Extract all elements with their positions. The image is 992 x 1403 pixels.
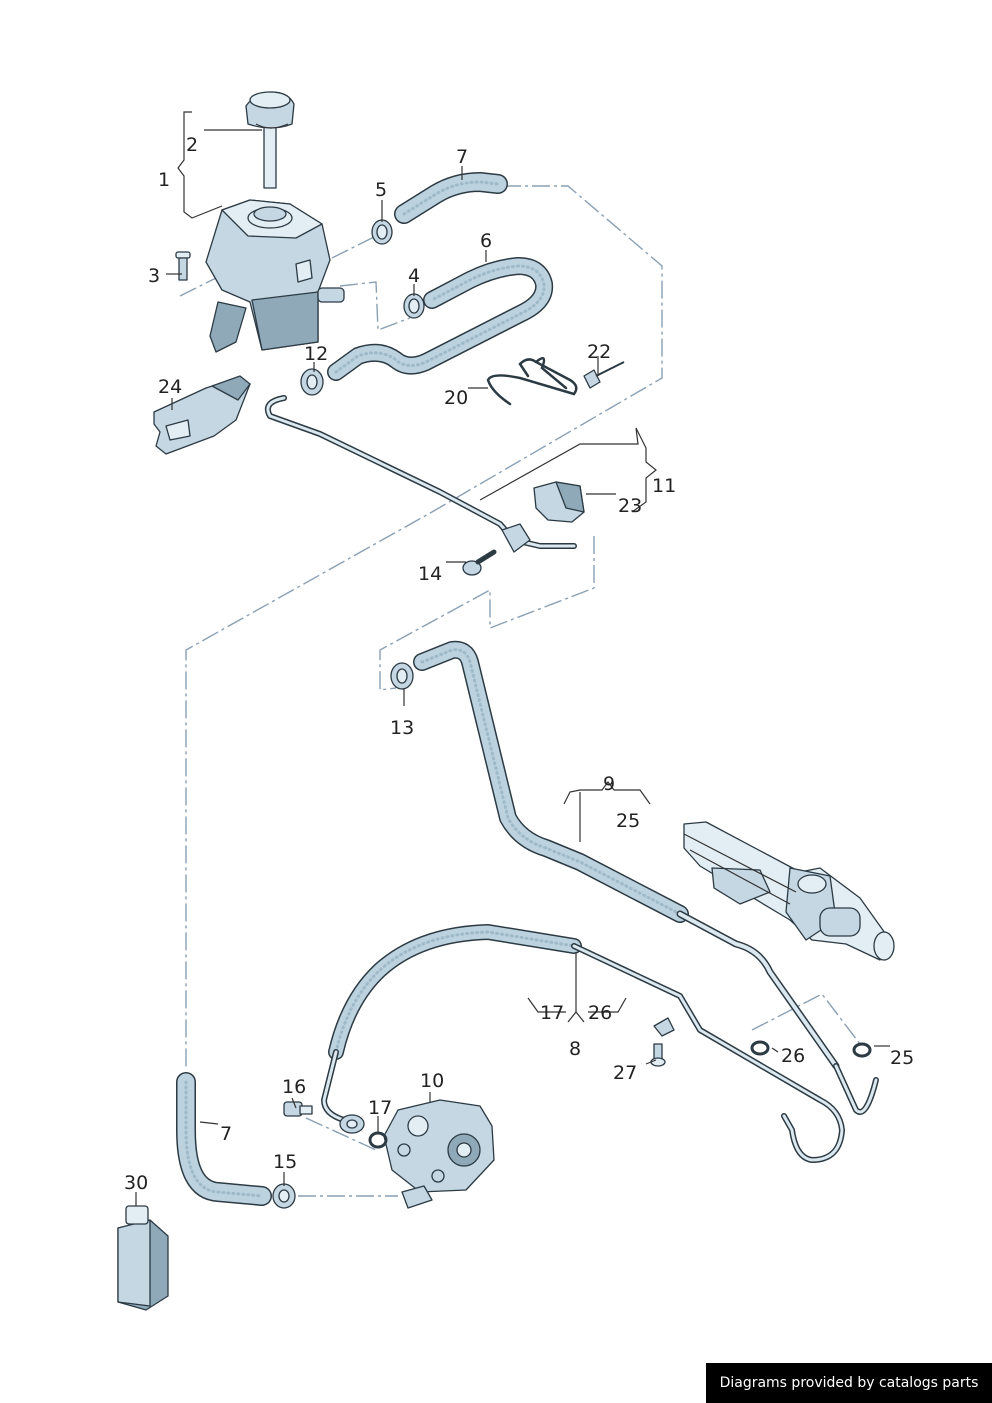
seal-ring-17[interactable] bbox=[368, 1131, 388, 1149]
return-hose-9[interactable] bbox=[413, 640, 840, 1070]
label-27: 27 bbox=[613, 1062, 637, 1084]
part-labels: 1 2 3 4 5 6 7 7 8 9 10 11 12 13 14 15 16… bbox=[124, 134, 914, 1194]
label-22: 22 bbox=[587, 341, 611, 363]
label-11: 11 bbox=[652, 475, 676, 497]
label-15: 15 bbox=[273, 1151, 297, 1173]
label-3: 3 bbox=[148, 265, 160, 287]
label-30: 30 bbox=[124, 1172, 148, 1194]
hose-clamp-12[interactable] bbox=[300, 368, 324, 396]
screw-22[interactable] bbox=[583, 361, 625, 389]
return-line-11[interactable] bbox=[264, 395, 577, 553]
label-25-right: 25 bbox=[890, 1047, 914, 1069]
o-ring-25[interactable] bbox=[852, 1042, 872, 1058]
pressure-line-8[interactable] bbox=[321, 924, 879, 1163]
footer-credit-badge: Diagrams provided by catalogs parts bbox=[706, 1363, 992, 1403]
label-24: 24 bbox=[158, 376, 182, 398]
label-14: 14 bbox=[418, 563, 442, 585]
hydraulic-fluid-bottle[interactable] bbox=[117, 1205, 169, 1311]
o-ring-26[interactable] bbox=[750, 1040, 770, 1056]
leader-lines bbox=[135, 111, 890, 1206]
label-2: 2 bbox=[186, 134, 198, 156]
hose-clamp-5[interactable] bbox=[371, 219, 393, 245]
return-hose-6[interactable] bbox=[327, 257, 554, 381]
label-4: 4 bbox=[408, 265, 420, 287]
bolt-3[interactable] bbox=[175, 251, 191, 281]
label-6: 6 bbox=[480, 230, 492, 252]
label-25-top: 25 bbox=[616, 810, 640, 832]
label-23: 23 bbox=[618, 495, 642, 517]
reservoir-cap[interactable] bbox=[245, 91, 295, 189]
bolt-27[interactable] bbox=[650, 1017, 675, 1067]
label-5: 5 bbox=[375, 179, 387, 201]
label-1: 1 bbox=[158, 169, 170, 191]
label-7-bottom: 7 bbox=[220, 1123, 232, 1145]
routing-lines bbox=[179, 185, 861, 1197]
label-8: 8 bbox=[569, 1038, 581, 1060]
mounting-bracket-24[interactable] bbox=[153, 375, 251, 455]
hose-clamp-15[interactable] bbox=[272, 1183, 296, 1209]
label-26-line: 26 bbox=[588, 1002, 612, 1024]
label-9: 9 bbox=[603, 773, 615, 795]
screw-14[interactable] bbox=[462, 549, 497, 576]
label-16: 16 bbox=[282, 1076, 306, 1098]
hose-clamp-13[interactable] bbox=[390, 662, 414, 690]
label-10: 10 bbox=[420, 1070, 444, 1092]
label-17-line: 17 bbox=[540, 1002, 564, 1024]
label-7-top: 7 bbox=[456, 146, 468, 168]
wire-bracket-20[interactable] bbox=[486, 356, 578, 406]
suction-hose-top[interactable] bbox=[394, 172, 508, 224]
hose-clamp-4[interactable] bbox=[403, 293, 425, 319]
steering-rack bbox=[683, 821, 895, 961]
footer-credit-text: Diagrams provided by catalogs parts bbox=[719, 1375, 979, 1391]
label-20: 20 bbox=[444, 387, 468, 409]
label-26-right: 26 bbox=[781, 1045, 805, 1067]
bracket-23[interactable] bbox=[533, 481, 585, 523]
banjo-bolt-16[interactable] bbox=[283, 1101, 313, 1117]
fluid-reservoir[interactable] bbox=[205, 199, 345, 353]
banjo-fitting[interactable] bbox=[339, 1114, 365, 1134]
label-13: 13 bbox=[390, 717, 414, 739]
power-steering-pump[interactable] bbox=[383, 1099, 495, 1209]
label-17-pump: 17 bbox=[368, 1097, 392, 1119]
label-12: 12 bbox=[304, 343, 328, 365]
suction-hose-bottom[interactable] bbox=[176, 1072, 272, 1206]
